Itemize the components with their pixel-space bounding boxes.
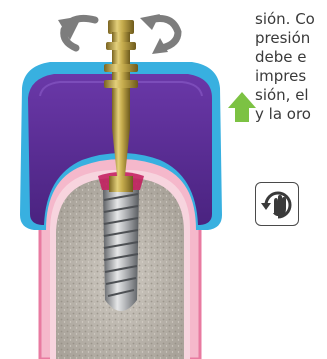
text-line: impres [255,67,327,86]
up-arrow-icon [228,92,256,122]
text-line: debe e [255,48,327,67]
instruction-text: sión. Co presión debe e impres sión, el … [255,0,327,124]
text-line: presión [255,29,327,48]
text-line: y la oro [255,105,327,124]
text-line [255,0,327,10]
rotate-right-arrow-icon [140,14,178,54]
rotate-left-arrow-icon [58,16,95,48]
text-line: sión, el [255,86,327,105]
implant-body [103,190,139,311]
hand-rotation-badge [255,182,299,226]
hand-rotation-icon [256,183,300,227]
text-line: sión. Co [255,10,327,29]
